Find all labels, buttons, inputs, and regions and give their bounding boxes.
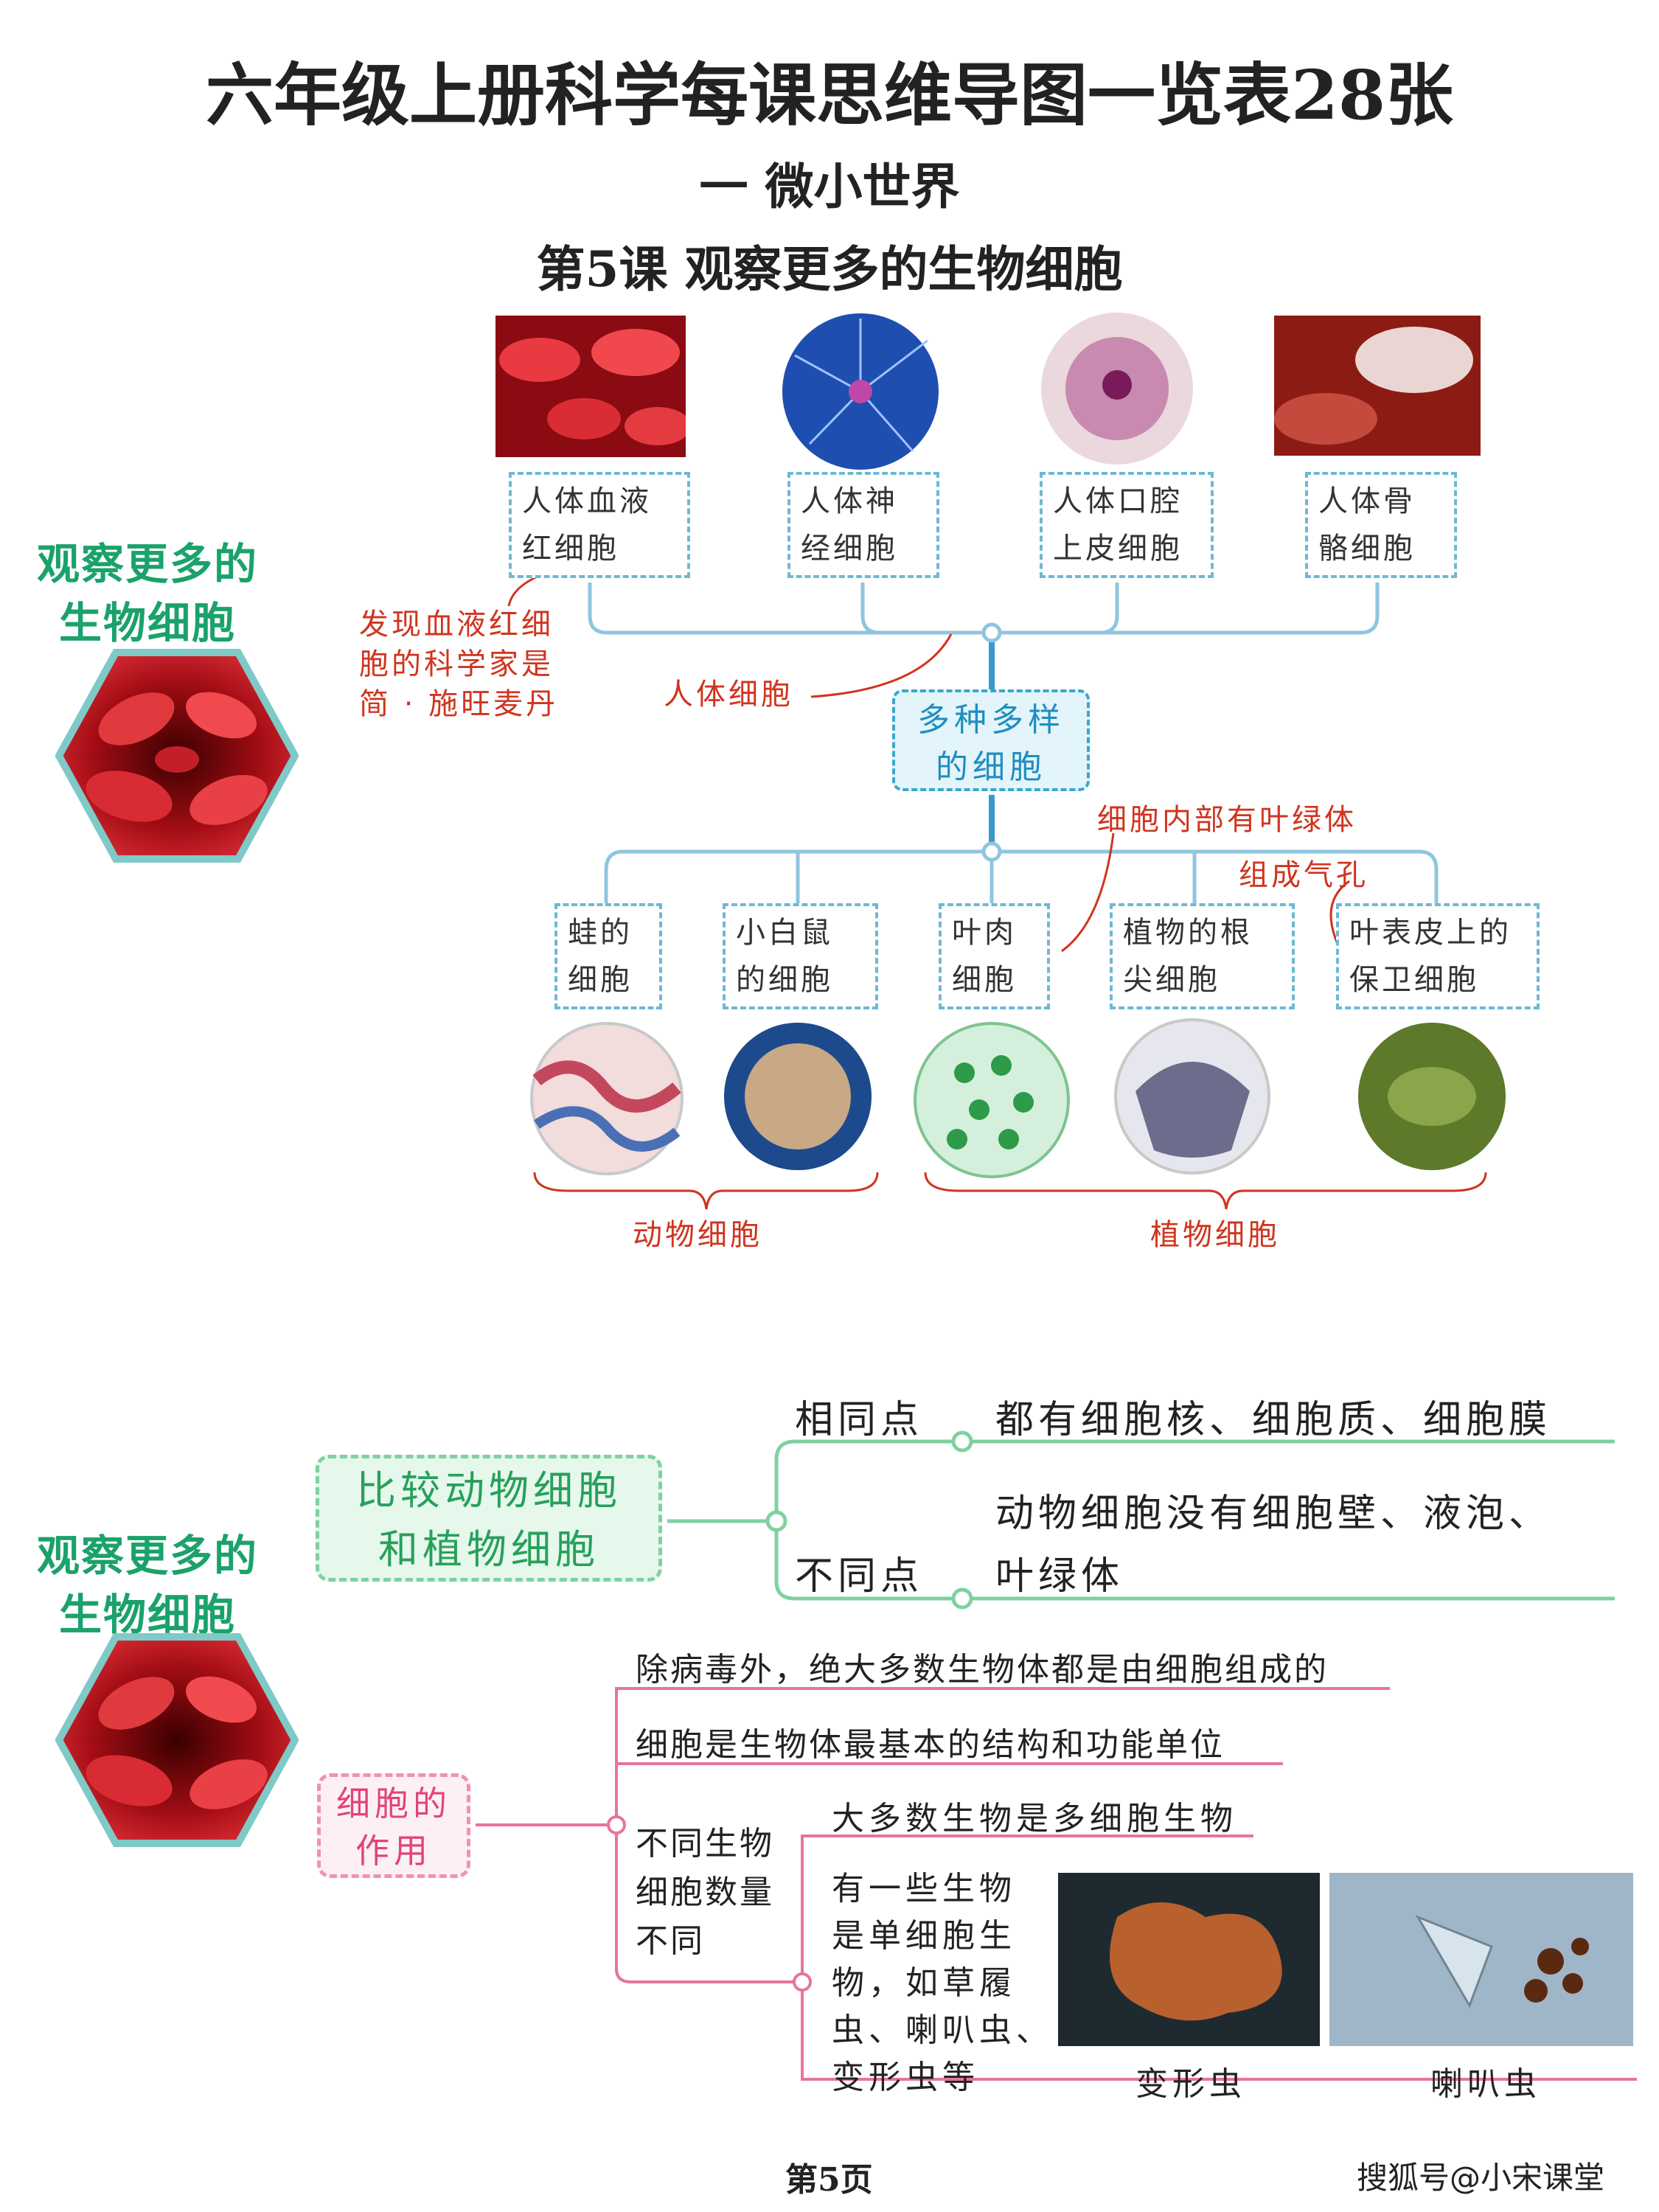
- stomata-note: 组成气孔: [1239, 858, 1368, 892]
- guard-cell-image: [1358, 1023, 1506, 1170]
- diff-points-label: 不同点: [795, 1554, 924, 1599]
- plant-cells-label: 植物细胞: [1150, 1218, 1280, 1252]
- nerve-cell-image: [782, 313, 939, 470]
- function-item-1: 除病毒外，绝大多数生物体都是由细胞组成的: [636, 1651, 1329, 1688]
- same-points-text: 都有细胞核、细胞质、细胞膜: [995, 1398, 1552, 1442]
- cell-label-root-tip: 植物的根尖细胞: [1110, 903, 1295, 1009]
- stentor-label: 喇叭虫: [1430, 2065, 1541, 2103]
- section2-connectors: [476, 1430, 1637, 2081]
- mouse-cell-image: [724, 1023, 872, 1170]
- unit-title: 一 微小世界: [699, 158, 960, 215]
- cell-label-nerve: 人体神经细胞: [787, 472, 939, 578]
- bone-cell-image: [1274, 316, 1481, 456]
- chloroplast-note: 细胞内部有叶绿体: [1097, 803, 1357, 837]
- cell-count-text: 不同生物 细胞数量 不同: [636, 1825, 774, 1960]
- side-title-2: 观察更多的 生物细胞: [36, 1531, 258, 1640]
- cell-label-frog: 蛙的细胞: [554, 903, 662, 1009]
- compare-cells-box: 比较动物细胞和植物细胞: [316, 1455, 662, 1582]
- cell-label-red-blood: 人体血液红细胞: [509, 472, 690, 578]
- animal-cells-label: 动物细胞: [633, 1218, 762, 1252]
- stentor-image: [1329, 1873, 1633, 2046]
- amoeba-label: 变形虫: [1135, 2065, 1246, 2103]
- blood-cell-hexagon-image-2: [55, 1633, 299, 1847]
- lesson-title: 第5课 观察更多的生物细胞: [536, 240, 1123, 298]
- unicellular-text: 有一些生物 是单细胞生 物，如草履 虫、喇叭虫、 变形虫等: [832, 1870, 1053, 2096]
- amoeba-image: [1058, 1873, 1320, 2046]
- cell-function-box: 细胞的作用: [317, 1773, 470, 1878]
- human-cells-note: 人体细胞: [664, 678, 793, 712]
- page-number: 第5页: [785, 2161, 873, 2199]
- mindmap-connectors: [507, 557, 1487, 1210]
- scientist-note: 发现血液红细 胞的科学家是 简 · 施旺麦丹: [359, 608, 559, 721]
- cell-label-mesophyll: 叶肉细胞: [939, 903, 1050, 1009]
- diff-points-text-1: 动物细胞没有细胞壁、液泡、: [995, 1492, 1552, 1536]
- red-blood-cell-image: [495, 316, 686, 457]
- watermark: 搜狐号@小宋课堂: [1357, 2160, 1605, 2196]
- diverse-cells-box: 多种多样的细胞: [892, 689, 1090, 791]
- root-tip-cell-image: [1114, 1018, 1270, 1175]
- frog-cell-image: [530, 1022, 684, 1175]
- blood-cell-hexagon-image: [55, 649, 299, 863]
- cell-label-guard-cell: 叶表皮上的保卫细胞: [1336, 903, 1540, 1009]
- diff-points-text-2: 叶绿体: [995, 1554, 1124, 1599]
- same-points-label: 相同点: [795, 1398, 924, 1442]
- main-title: 六年级上册科学每课思维导图一览表28张: [205, 55, 1454, 135]
- cell-label-mouse: 小白鼠的细胞: [723, 903, 878, 1009]
- cell-label-oral-epithelial: 人体口腔上皮细胞: [1040, 472, 1214, 578]
- function-item-2: 细胞是生物体最基本的结构和功能单位: [636, 1726, 1225, 1764]
- multicellular-text: 大多数生物是多细胞生物: [832, 1800, 1237, 1837]
- side-title: 观察更多的 生物细胞: [36, 539, 258, 648]
- cell-label-bone: 人体骨骼细胞: [1305, 472, 1457, 578]
- oral-epithelial-cell-image: [1041, 313, 1193, 465]
- mesophyll-cell-image: [914, 1022, 1070, 1178]
